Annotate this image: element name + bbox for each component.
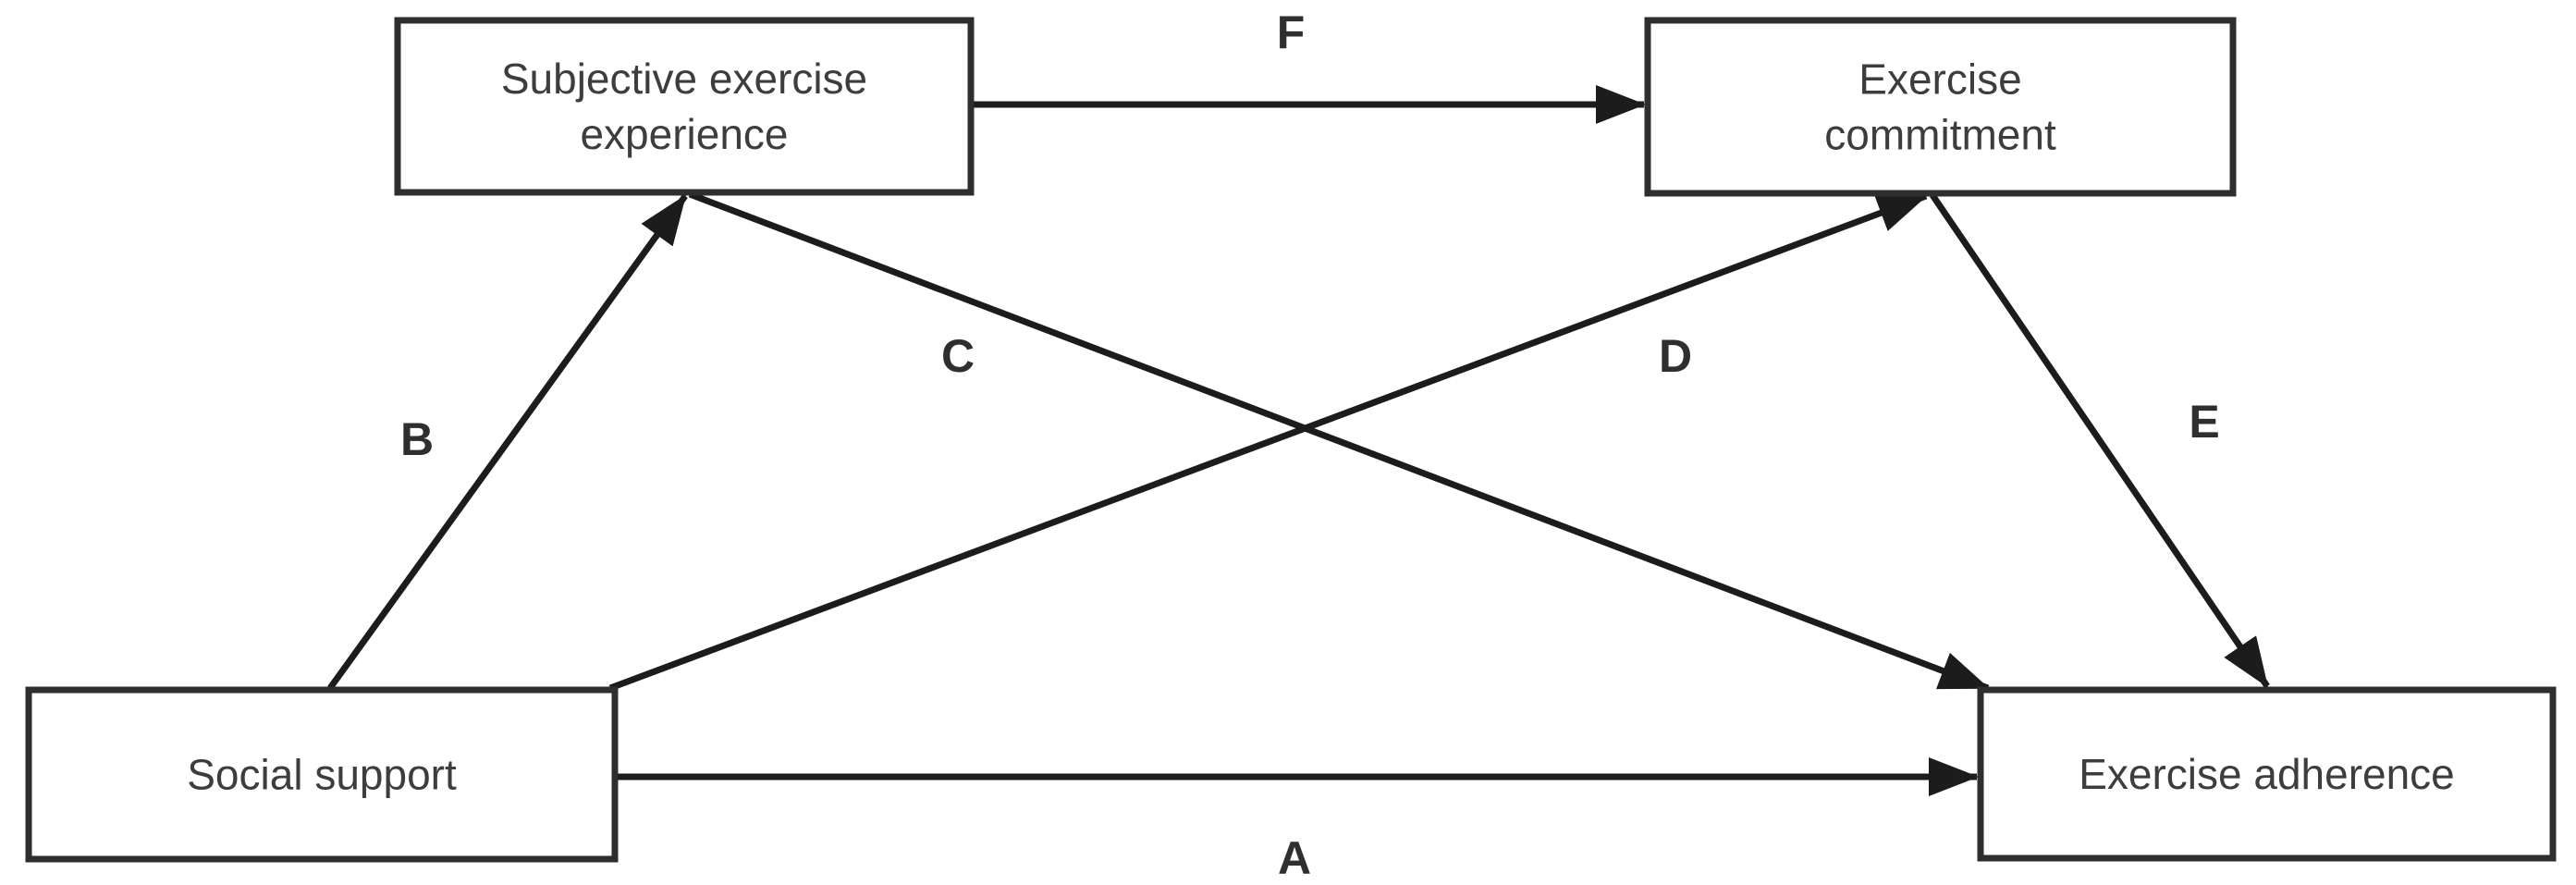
edge-B: B [327, 193, 688, 691]
edge-label-C: C [941, 330, 975, 382]
edge-label-A: A [1278, 832, 1311, 884]
edge-A: A [615, 757, 1979, 884]
node-exercise-adherence: Exercise adherence [1977, 686, 2557, 862]
edge-label-B: B [400, 413, 434, 465]
edge-arrow-B [327, 193, 688, 691]
edge-arrow-E [1930, 193, 2270, 688]
edge-arrow-D [608, 192, 1928, 692]
edge-arrow-C [688, 191, 1990, 692]
edge-label-F: F [1277, 6, 1306, 58]
edge-D: D [608, 192, 1928, 692]
node-box-social-support [25, 686, 619, 863]
node-label-exercise-adherence: Exercise adherence [2079, 750, 2455, 798]
node-social-support: Social support [25, 686, 619, 863]
node-box-exercise-adherence [1977, 686, 2557, 862]
edge-E: E [1930, 193, 2270, 688]
edge-label-E: E [2189, 396, 2219, 448]
node-box-exercise-commitment [1644, 17, 2237, 197]
node-label-social-support: Social support [187, 751, 457, 799]
edge-C: C [688, 191, 1990, 692]
edge-F: F [971, 6, 1646, 124]
edge-label-D: D [1659, 330, 1692, 382]
node-box-subjective-exercise-experience [394, 17, 975, 196]
